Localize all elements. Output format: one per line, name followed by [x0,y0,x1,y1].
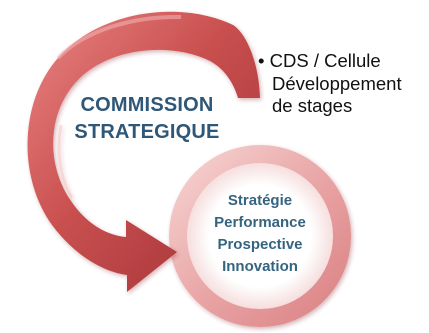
circle-item-innovation: Innovation [222,258,298,275]
bullet-note: • CDS / Cellule Développement de stages [258,50,426,118]
bullet-line-2: Développement [272,72,402,94]
bullet-line-3: de stages [272,95,353,116]
bullet-text-1: CDS / Cellule [269,50,381,71]
commission-title: COMMISSION STRATEGIQUE [58,92,236,146]
title-line-2: STRATEGIQUE [74,121,220,143]
circle-item-performance: Performance [214,214,306,231]
circle-item-prospective: Prospective [217,236,303,253]
title-line-1: COMMISSION [80,94,214,116]
circle-list: Stratégie Performance Prospective Innova… [190,190,330,278]
bullet-symbol: • [258,50,265,71]
circle-item-strategie: Stratégie [227,192,293,209]
curved-arrow [27,11,261,293]
lower-ring [169,145,351,327]
bullet-line-1: • CDS / Cellule [258,50,426,73]
